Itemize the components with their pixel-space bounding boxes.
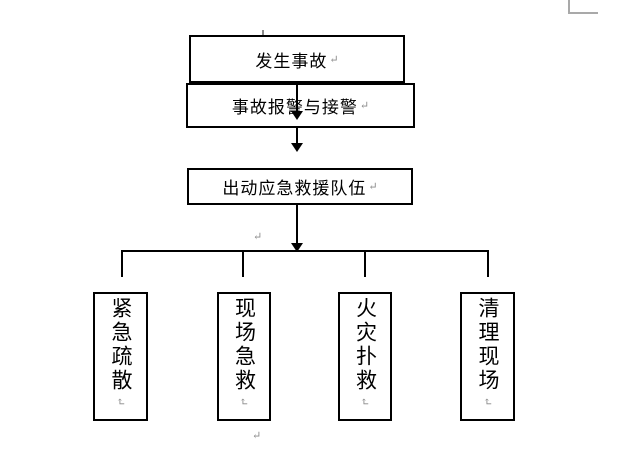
arrow-connector-line[interactable]	[296, 128, 298, 143]
text-boundary-mark-vertical	[568, 0, 570, 13]
paragraph-mark: ↵	[237, 396, 250, 407]
arrow-down-icon	[291, 143, 303, 152]
flow-node-site-cleanup[interactable]: 清理现场 ↵	[460, 292, 515, 421]
flow-node-onsite-first-aid[interactable]: 现场急救 ↵	[217, 292, 271, 421]
arrow-connector-line[interactable]	[296, 205, 298, 243]
arrow-connector-line[interactable]	[296, 85, 298, 111]
branch-drop-line[interactable]	[487, 250, 489, 277]
flow-node-label: 紧急疏散	[109, 297, 133, 393]
paragraph-mark: ↵	[253, 231, 263, 243]
paragraph-mark: ↵	[481, 396, 493, 407]
clipped-paragraph-mark	[262, 30, 264, 35]
branch-drop-line[interactable]	[242, 250, 244, 277]
text-boundary-mark-horizontal	[568, 12, 598, 14]
flow-node-alarm-report[interactable]: 事故报警与接警↵	[186, 83, 415, 128]
arrow-down-icon	[291, 243, 303, 252]
flow-node-label: 清理现场	[476, 297, 500, 393]
branch-drop-line[interactable]	[121, 250, 123, 277]
branch-horizontal-line[interactable]	[121, 250, 489, 252]
flow-node-label: 火灾扑救	[353, 297, 378, 393]
flow-node-accident[interactable]: 发生事故↵	[189, 35, 405, 83]
paragraph-mark: ↵	[114, 396, 126, 407]
paragraph-mark: ↵	[358, 396, 371, 407]
paragraph-mark: ↵	[359, 100, 370, 112]
branch-drop-line[interactable]	[364, 250, 366, 277]
flow-node-label: 现场急救	[232, 297, 257, 393]
flow-node-dispatch-rescue-team[interactable]: 出动应急救援队伍↵	[187, 168, 413, 205]
flow-node-label: 事故报警与接警	[231, 98, 358, 117]
arrow-down-icon	[291, 111, 303, 120]
paragraph-mark: ↵	[329, 53, 339, 66]
flow-node-emergency-evacuation[interactable]: 紧急疏散 ↵	[93, 292, 148, 421]
flow-node-label: 发生事故	[255, 51, 328, 71]
flow-node-fire-fighting[interactable]: 火灾扑救 ↵	[338, 292, 392, 421]
flow-node-label: 出动应急救援队伍	[222, 179, 367, 198]
paragraph-mark: ↵	[252, 430, 262, 442]
paragraph-mark: ↵	[368, 181, 378, 193]
